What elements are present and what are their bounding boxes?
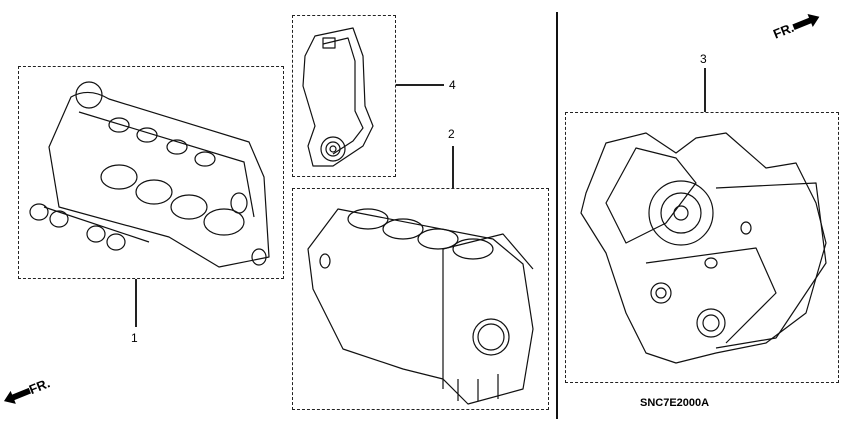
leader-line-2: [452, 146, 454, 188]
diagram-reference-code: SNC7E2000A: [640, 397, 710, 409]
front-direction-indicator-top: FR.: [771, 9, 822, 42]
cylinder-head-gasket-kit-drawing: [29, 81, 270, 268]
engine-block-gasket-kit-drawing: [307, 208, 534, 405]
transmission-gasket-kit-drawing: [580, 132, 827, 364]
part-box-4[interactable]: [292, 15, 396, 177]
callout-3[interactable]: 3: [700, 52, 707, 66]
callout-4[interactable]: 4: [449, 78, 456, 92]
part-box-3[interactable]: [565, 112, 839, 383]
arrow-left-icon: [3, 387, 31, 404]
part-box-1[interactable]: [18, 66, 284, 279]
front-label: FR.: [26, 375, 52, 398]
callout-2[interactable]: 2: [448, 127, 455, 141]
callout-1[interactable]: 1: [131, 331, 138, 345]
leader-line-3: [704, 68, 706, 112]
leader-line-4: [396, 84, 444, 86]
section-divider: [556, 12, 558, 419]
part-box-2[interactable]: [292, 188, 549, 410]
leader-line-1: [135, 279, 137, 327]
front-direction-indicator-bottom: FR.: [1, 375, 52, 407]
timing-cover-gasket-kit-drawing: [302, 27, 374, 167]
arrow-right-icon: [792, 13, 820, 30]
